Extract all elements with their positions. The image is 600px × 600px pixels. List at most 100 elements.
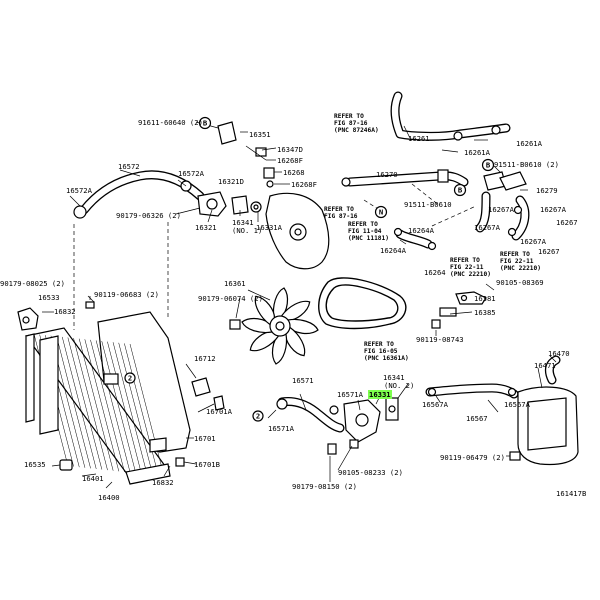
v-belt <box>318 277 407 330</box>
refer-note-line: REFER TO <box>450 257 480 264</box>
refer-note-line: (PNC 11181) <box>348 235 389 242</box>
callout-16535[interactable]: 16535 <box>24 460 46 469</box>
callout-16279[interactable]: 16279 <box>536 186 558 195</box>
refer-note-line: REFER TO <box>334 113 364 120</box>
water-inlet-group <box>276 397 399 455</box>
svg-text:2: 2 <box>128 374 132 383</box>
callout-90105-08233[interactable]: 90105-08233 (2) <box>338 468 403 477</box>
callout-16267[interactable]: 16267 <box>556 218 578 227</box>
callout-16341[interactable]: 16341 <box>232 218 254 227</box>
callout-16400[interactable]: 16400 <box>98 493 120 502</box>
callout-16571[interactable]: 16571 <box>292 376 314 385</box>
callout-16341[interactable]: 16341 <box>383 373 405 382</box>
marker-2: 2 <box>124 372 136 384</box>
refer-note-line: FIG 11-04 <box>348 228 382 235</box>
marker-b: B <box>481 158 495 172</box>
callout-16571a[interactable]: 16571A <box>337 390 364 399</box>
callout-16381[interactable]: 16381 <box>474 294 496 303</box>
callout-16533[interactable]: 16533 <box>38 293 60 302</box>
callout-16567a[interactable]: 16567A <box>504 400 531 409</box>
callout-16270[interactable]: 16270 <box>376 170 398 179</box>
callout-90179-08150[interactable]: 90179-08150 (2) <box>292 482 357 491</box>
callout-16267a[interactable]: 16267A <box>488 205 515 214</box>
callout-16268[interactable]: 16268 <box>283 168 305 177</box>
callout-16261a[interactable]: 16261A <box>464 148 491 157</box>
highlight-box <box>368 390 392 399</box>
callout-16267a[interactable]: 16267A <box>474 223 501 232</box>
callout-16268f[interactable]: 16268F <box>291 180 317 189</box>
callout-16264[interactable]: 16264 <box>424 268 446 277</box>
coolant-reservoir <box>509 355 579 466</box>
callout-16571a[interactable]: 16571A <box>268 424 295 433</box>
callout-16712[interactable]: 16712 <box>194 354 216 363</box>
callout-16261[interactable]: 16261 <box>408 134 430 143</box>
callout-90119-06479[interactable]: 90119-06479 (2) <box>440 453 505 462</box>
refer-note-line: (PNC 22210) <box>450 271 491 278</box>
refer-note-line: FIG 87-16 <box>334 120 368 127</box>
callout-16701[interactable]: 16701 <box>194 434 216 443</box>
callout-16321d[interactable]: 16321D <box>218 177 244 186</box>
radiator-fin <box>95 340 131 473</box>
callout-16385[interactable]: 16385 <box>474 308 496 317</box>
callout-16321[interactable]: 16321 <box>195 223 217 232</box>
callout-16261a[interactable]: 16261A <box>516 139 543 148</box>
callout-16264a[interactable]: 16264A <box>380 246 407 255</box>
callout-16267[interactable]: 16267 <box>538 247 560 256</box>
callout-16361[interactable]: 16361 <box>224 279 246 288</box>
radiator-fin <box>73 338 108 471</box>
water-outlet-group <box>197 191 262 217</box>
svg-text:N: N <box>379 208 383 217</box>
callout-16267a[interactable]: 16267A <box>520 237 547 246</box>
heater-hose-16261 <box>390 91 511 141</box>
callout-91611-60640[interactable]: 91611-60640 (2) <box>138 118 203 127</box>
refer-note-line: (PNC 22210) <box>500 265 541 272</box>
callout-16572[interactable]: 16572 <box>118 162 140 171</box>
callout-16572a[interactable]: 16572A <box>66 186 93 195</box>
figure-id: 161417B <box>556 489 586 498</box>
refer-note-line: REFER TO <box>500 251 530 258</box>
callout-91511-b0610[interactable]: 91511-B0610 (2) <box>494 160 559 169</box>
callout-no2[interactable]: (NO. 2) <box>384 381 414 390</box>
svg-text:2: 2 <box>256 412 260 421</box>
callout-90119-08743[interactable]: 90119-08743 <box>416 335 464 344</box>
callout-90105-08369[interactable]: 90105-08369 <box>496 278 544 287</box>
callout-16347d[interactable]: 16347D <box>277 145 303 154</box>
callout-16572a[interactable]: 16572A <box>178 169 205 178</box>
callout-90179-06326[interactable]: 90179-06326 (2) <box>116 211 181 220</box>
callout-16401[interactable]: 16401 <box>82 474 104 483</box>
callout-16567a[interactable]: 16567A <box>422 400 449 409</box>
callout-90119-06683[interactable]: 90119-06683 (2) <box>94 290 159 299</box>
radiator-assembly <box>24 311 191 485</box>
callout-16268f[interactable]: 16268F <box>277 156 303 165</box>
callout-16567[interactable]: 16567 <box>466 414 488 423</box>
callout-16470[interactable]: 16470 <box>548 349 570 358</box>
callout-16331-highlighted[interactable]: 16331 <box>369 390 391 399</box>
marker-n: N <box>374 205 388 219</box>
refer-note-line: (PNC 16361A) <box>364 355 409 362</box>
callout-16264a[interactable]: 16264A <box>408 226 435 235</box>
refer-note-line: REFER TO <box>348 221 378 228</box>
callout-no1[interactable]: (NO. 1) <box>232 226 262 235</box>
radiator-fin <box>67 337 103 470</box>
refer-note-line: REFER TO <box>324 206 354 213</box>
svg-text:B: B <box>486 161 491 170</box>
drain-plug <box>51 459 73 471</box>
callout-labels[interactable]: 91611-60640 (2) 16351 16347D 16268F 1626… <box>0 118 578 502</box>
refer-note-line: REFER TO <box>364 341 394 348</box>
marker-b: B <box>198 116 212 130</box>
fan-blade <box>254 295 275 326</box>
callout-16351[interactable]: 16351 <box>249 130 271 139</box>
callout-91511-b0610[interactable]: 91511-B0610 <box>404 200 452 209</box>
callout-16832[interactable]: 16832 <box>152 478 174 487</box>
refer-note-line: FIG 22-11 <box>500 258 534 265</box>
callout-16331a[interactable]: 16331A <box>256 223 283 232</box>
callout-90179-08025[interactable]: 90179-08025 (2) <box>0 279 65 288</box>
callout-16701a[interactable]: 16701A <box>206 407 233 416</box>
bypass-hose-16264 <box>393 227 437 251</box>
callout-16832[interactable]: 16832 <box>54 307 76 316</box>
callout-16701b[interactable]: 16701B <box>194 460 220 469</box>
callout-90179-06074[interactable]: 90179-06074 (2) <box>198 294 263 303</box>
callout-16267a[interactable]: 16267A <box>540 205 567 214</box>
reservoir-hose <box>425 383 519 399</box>
callout-16471[interactable]: 16471 <box>534 361 556 370</box>
